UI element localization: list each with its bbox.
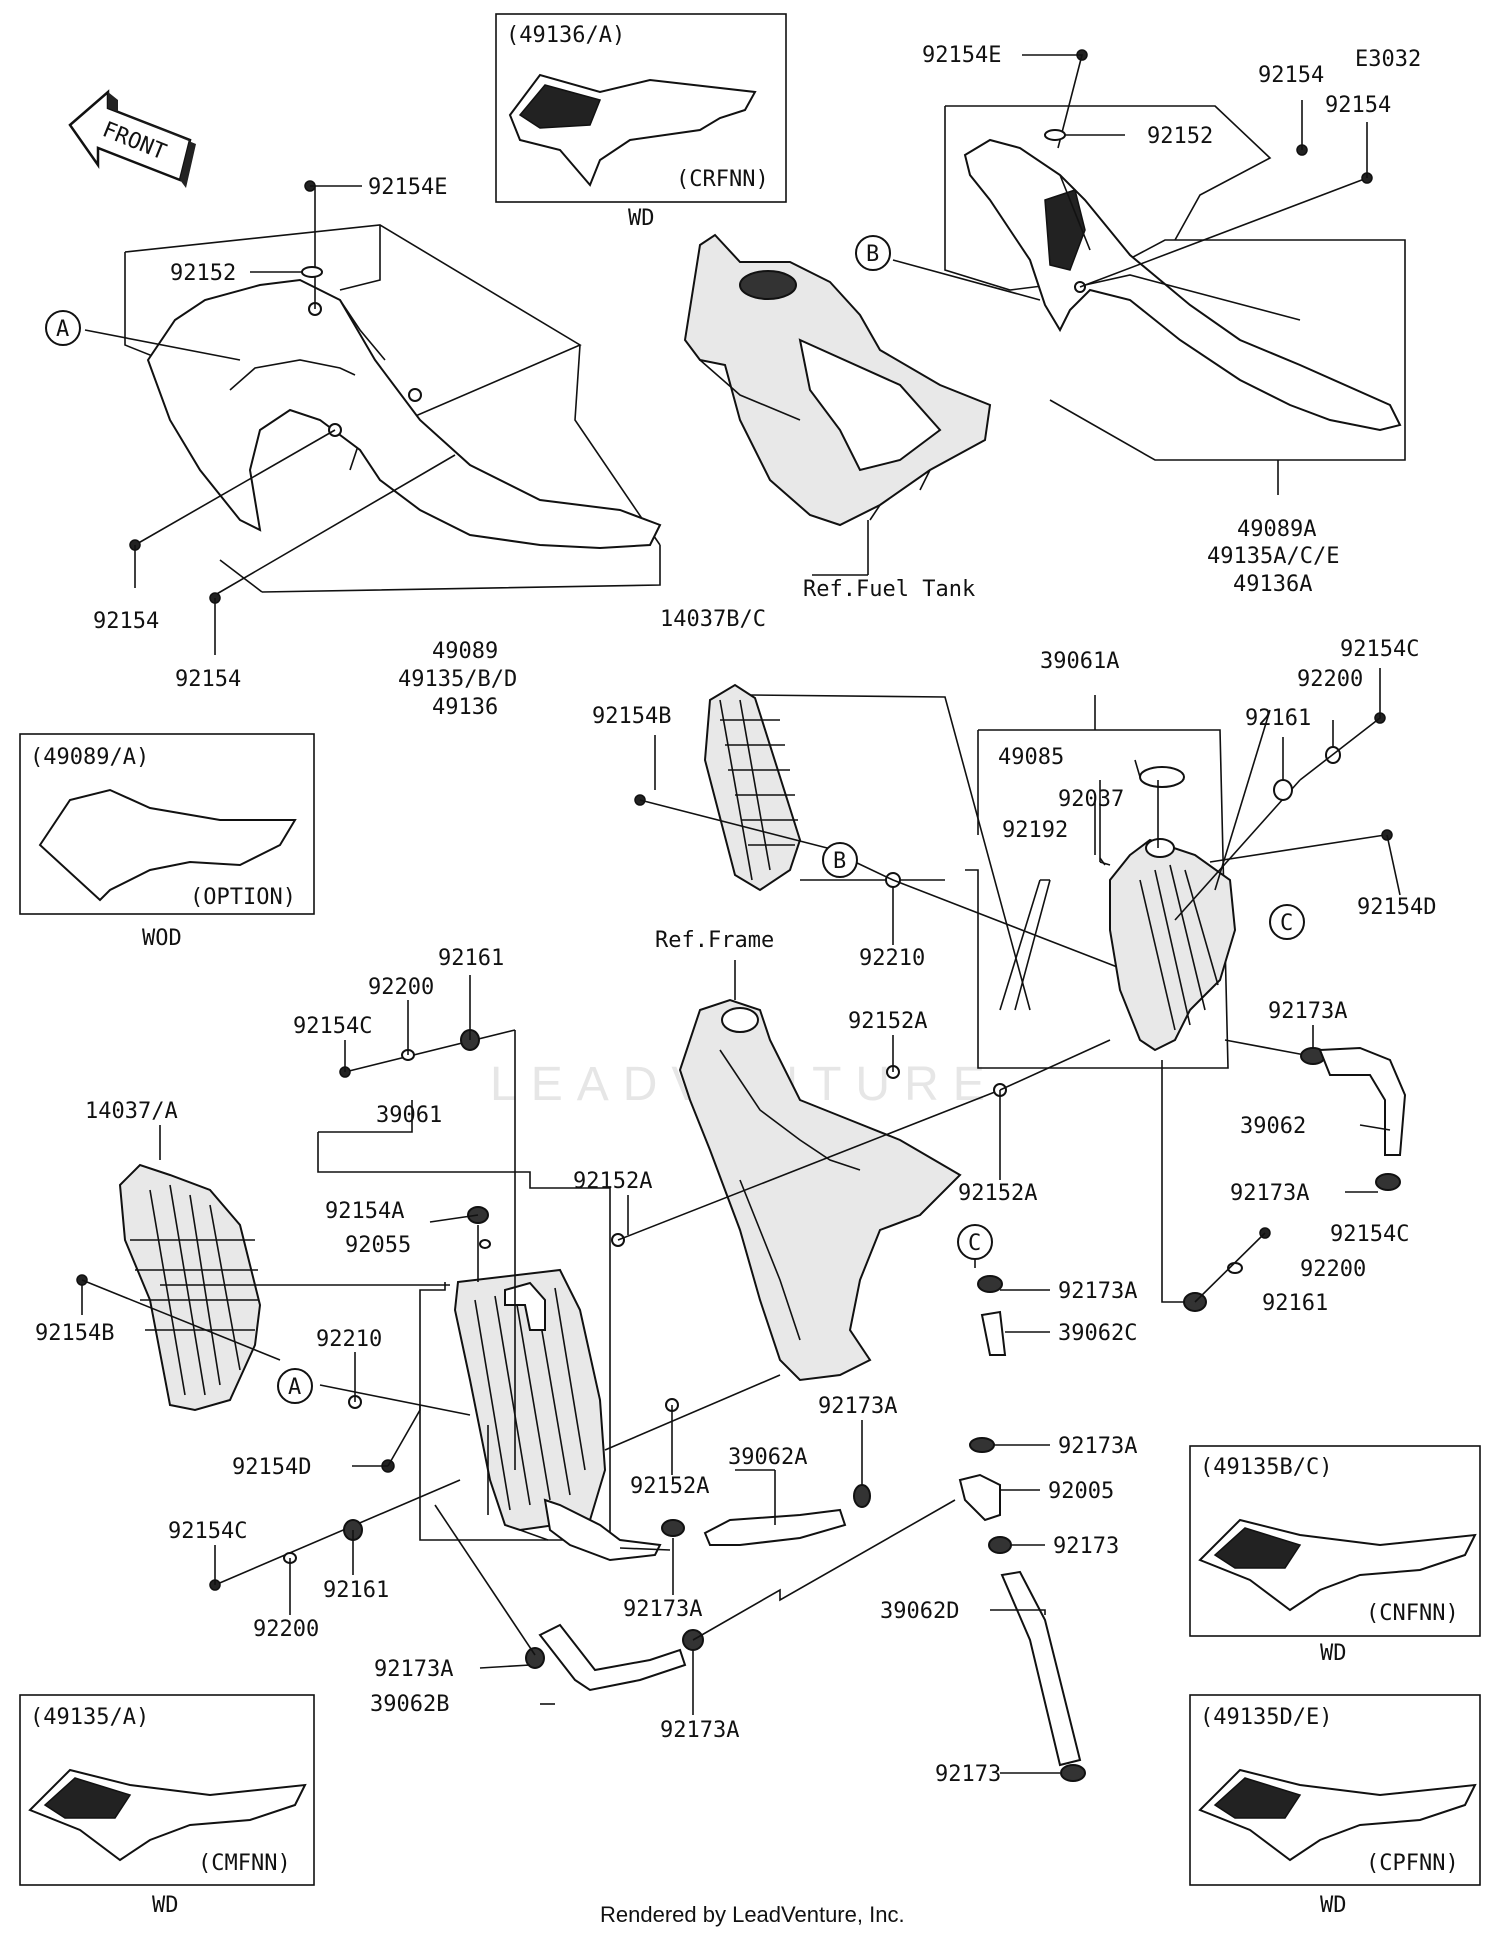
callout-b-mid: B bbox=[822, 842, 858, 878]
part-label: 92154C bbox=[1340, 637, 1419, 662]
part-label: 49135A/C/E bbox=[1207, 544, 1339, 569]
part-label: 92152 bbox=[170, 261, 236, 286]
part-label: 14037/A bbox=[85, 1099, 178, 1124]
part-label: 92192 bbox=[1002, 818, 1068, 843]
callout-a-top: A bbox=[45, 310, 81, 346]
part-label: 92152A bbox=[573, 1169, 652, 1194]
part-label: 92152A bbox=[848, 1009, 927, 1034]
svg-text:B: B bbox=[833, 849, 846, 874]
part-label: 49089A bbox=[1237, 517, 1316, 542]
part-label: 39062A bbox=[728, 1445, 807, 1470]
inset-code: (CNFNN) bbox=[1366, 1601, 1459, 1626]
label-ref-fuel-tank: Ref.Fuel Tank bbox=[803, 577, 975, 602]
part-label: 92173A bbox=[1230, 1181, 1309, 1206]
footer-credit: Rendered by LeadVenture, Inc. bbox=[600, 1902, 905, 1927]
part-label: 92210 bbox=[859, 946, 925, 971]
label-ref-frame: Ref.Frame bbox=[655, 928, 774, 953]
part-label: 92154E bbox=[368, 175, 447, 200]
part-label: 92154A bbox=[325, 1199, 404, 1224]
part-label: 92152 bbox=[1147, 124, 1213, 149]
part-label: 39062 bbox=[1240, 1114, 1306, 1139]
part-label: 92173A bbox=[623, 1597, 702, 1622]
part-label: 92161 bbox=[1245, 706, 1311, 731]
svg-text:A: A bbox=[56, 317, 69, 342]
inset-ref: (49135D/E) bbox=[1200, 1705, 1332, 1730]
part-label: 92200 bbox=[253, 1617, 319, 1642]
inset-49135a: (49135/A) (CMFNN) bbox=[19, 1694, 315, 1886]
inset-code: (CMFNN) bbox=[198, 1851, 291, 1876]
callout-b-top: B bbox=[855, 235, 891, 271]
part-label: 39061A bbox=[1040, 649, 1119, 674]
part-label: 92055 bbox=[345, 1233, 411, 1258]
part-label: 92005 bbox=[1048, 1479, 1114, 1504]
svg-text:C: C bbox=[968, 1231, 981, 1256]
part-label: 92161 bbox=[323, 1578, 389, 1603]
part-label: 92152A bbox=[958, 1181, 1037, 1206]
inset-ref: (49136/A) bbox=[506, 23, 625, 48]
part-label: 92154 bbox=[1258, 63, 1324, 88]
part-label: 92173A bbox=[1058, 1279, 1137, 1304]
svg-text:C: C bbox=[1280, 911, 1293, 936]
part-label: 92154B bbox=[592, 704, 671, 729]
part-label: 39062B bbox=[370, 1692, 449, 1717]
inset-ref: (49089/A) bbox=[30, 745, 149, 770]
inset-caption: WOD bbox=[142, 926, 182, 951]
inset-ref: (49135/A) bbox=[30, 1705, 149, 1730]
svg-text:B: B bbox=[866, 242, 879, 267]
part-label: 49136 bbox=[432, 695, 498, 720]
part-label: 92152A bbox=[630, 1474, 709, 1499]
front-arrow-icon: FRONT bbox=[68, 89, 196, 188]
part-label: 92154 bbox=[93, 609, 159, 634]
inset-code: (CPFNN) bbox=[1366, 1851, 1459, 1876]
part-label: 39061 bbox=[376, 1103, 442, 1128]
callout-c-mid: C bbox=[1269, 904, 1305, 940]
part-label: 92173A bbox=[818, 1394, 897, 1419]
part-label: 92154D bbox=[232, 1455, 311, 1480]
inset-49136a: (49136/A) (CRFNN) bbox=[495, 13, 787, 203]
part-label: 92210 bbox=[316, 1327, 382, 1352]
inset-49135de: (49135D/E) (CPFNN) bbox=[1189, 1694, 1481, 1886]
part-label: 92161 bbox=[1262, 1291, 1328, 1316]
part-label: 49089 bbox=[432, 639, 498, 664]
inset-code: (OPTION) bbox=[190, 885, 296, 910]
part-label: 39062D bbox=[880, 1599, 959, 1624]
part-label: 92154B bbox=[35, 1321, 114, 1346]
part-label: 92173A bbox=[1268, 999, 1347, 1024]
part-label: 49135/B/D bbox=[398, 667, 517, 692]
part-label: 39062C bbox=[1058, 1321, 1137, 1346]
inset-49135bc: (49135B/C) (CNFNN) bbox=[1189, 1445, 1481, 1637]
part-label: 92173 bbox=[1053, 1534, 1119, 1559]
part-label: 14037B/C bbox=[660, 607, 766, 632]
part-label: 92173A bbox=[374, 1657, 453, 1682]
inset-code: (CRFNN) bbox=[676, 167, 769, 192]
part-label: 92154 bbox=[1325, 93, 1391, 118]
part-label: 92154C bbox=[1330, 1222, 1409, 1247]
part-label: 92173A bbox=[1058, 1434, 1137, 1459]
part-label: 92173A bbox=[660, 1718, 739, 1743]
inset-ref: (49135B/C) bbox=[1200, 1455, 1332, 1480]
part-label: 49136A bbox=[1233, 572, 1312, 597]
part-label: 92037 bbox=[1058, 787, 1124, 812]
part-label: 92200 bbox=[1300, 1257, 1366, 1282]
part-label: 92173 bbox=[935, 1762, 1001, 1787]
inset-caption: WD bbox=[152, 1893, 179, 1918]
part-label: 49085 bbox=[998, 745, 1064, 770]
part-label: 92154D bbox=[1357, 895, 1436, 920]
diagram-code: E3032 bbox=[1355, 47, 1421, 72]
part-label: 92154C bbox=[293, 1014, 372, 1039]
callout-c-low: C bbox=[957, 1224, 993, 1260]
inset-49089a: (49089/A) (OPTION) bbox=[19, 733, 315, 915]
part-label: 92200 bbox=[1297, 667, 1363, 692]
part-label: 92161 bbox=[438, 946, 504, 971]
callout-a-low: A bbox=[277, 1368, 313, 1404]
inset-caption: WD bbox=[628, 206, 655, 231]
part-label: 92200 bbox=[368, 975, 434, 1000]
part-label: 92154 bbox=[175, 667, 241, 692]
inset-caption: WD bbox=[1320, 1893, 1347, 1918]
inset-caption: WD bbox=[1320, 1641, 1347, 1666]
part-label: 92154E bbox=[922, 43, 1001, 68]
part-label: 92154C bbox=[168, 1519, 247, 1544]
svg-text:A: A bbox=[288, 1375, 301, 1400]
